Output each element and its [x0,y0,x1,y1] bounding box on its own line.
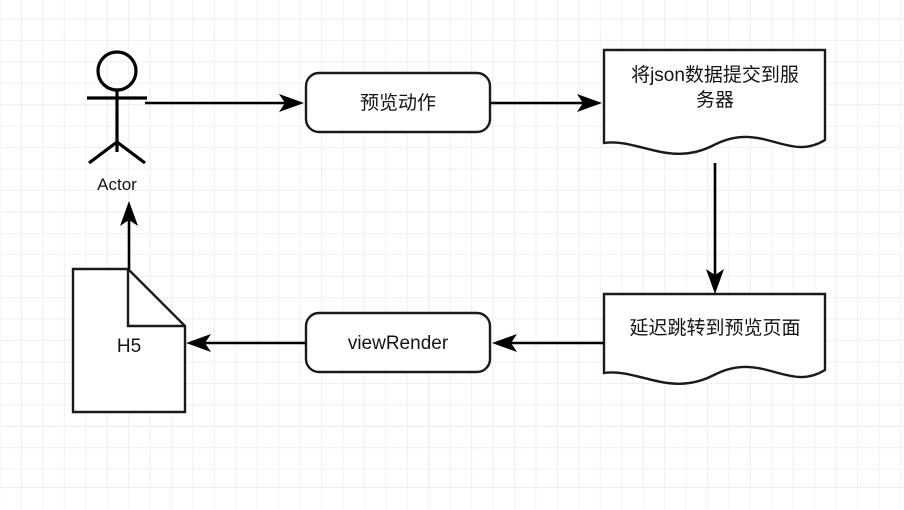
arrowhead-left-icon [492,334,517,352]
arrowhead-right-icon [279,94,304,112]
actor-label: Actor [97,175,137,194]
canvas-bottom-band [0,487,904,510]
edge-actor-to-preview-action [145,94,304,112]
actor-leg-left-icon [88,140,118,165]
node-submit-json[interactable]: 将json数据提交到服 务器 [602,48,827,155]
submit-json-label-line2: 务器 [696,89,734,111]
h5-page-shape [71,267,187,414]
h5-label: H5 [117,336,141,357]
submit-json-label-line1: 将json数据提交到服 [631,64,799,86]
edge-delay-redirect-to-view-render [492,334,604,352]
arrowhead-right-icon [577,94,602,112]
edge-submit-json-to-delay-redirect [706,163,724,294]
preview-action-label: 预览动作 [360,92,436,114]
node-delay-redirect[interactable]: 延迟跳转到预览页面 [602,292,827,385]
edge-view-render-to-h5 [186,334,306,352]
edge-preview-action-to-submit-json [490,94,602,112]
delay-redirect-label: 延迟跳转到预览页面 [629,317,800,339]
edge-h5-to-actor [120,201,138,269]
node-h5-page[interactable]: H5 [71,267,187,414]
arrowhead-left-icon [186,334,211,352]
delay-redirect-document-shape [602,292,827,385]
node-view-render[interactable]: viewRender [304,311,492,374]
node-preview-action[interactable]: 预览动作 [304,71,492,134]
submit-json-document-shape [602,48,827,155]
actor-leg-right-icon [116,140,146,165]
view-render-label: viewRender [348,333,449,354]
arrowhead-up-icon [120,201,138,226]
actor-head-icon [96,50,138,92]
h5-folded-corner-icon [126,269,185,328]
node-actor[interactable]: Actor [87,50,147,194]
arrowhead-down-icon [706,269,724,294]
